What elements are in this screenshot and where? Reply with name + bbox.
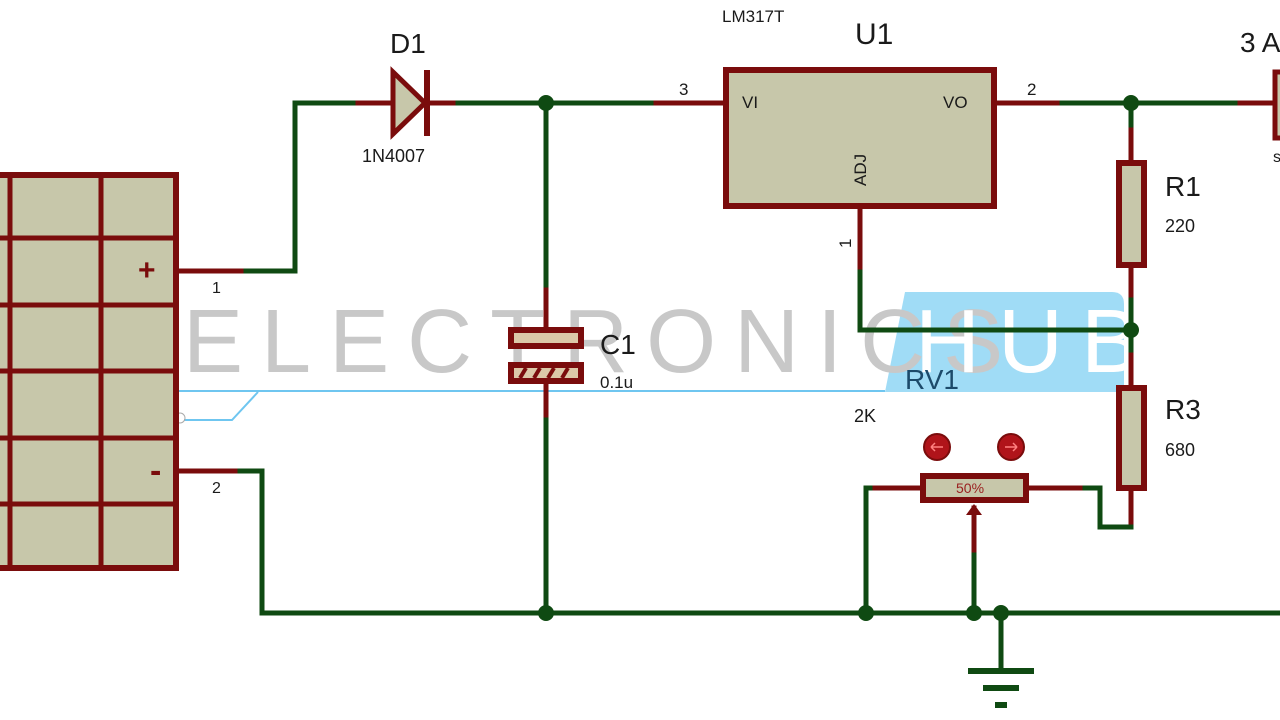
pin-vo-number: 2 <box>1027 80 1036 99</box>
regulator-ref: U1 <box>855 18 893 51</box>
watermark-hub: HUB <box>915 292 1159 392</box>
potentiometer-rv1[interactable] <box>863 473 1083 616</box>
battery-source[interactable] <box>0 172 179 571</box>
regulator-part: LM317T <box>722 7 784 26</box>
r1-value: 220 <box>1165 216 1195 236</box>
watermark-electronics: ELECTRONICS <box>183 292 1021 392</box>
junction-dot <box>1123 322 1139 338</box>
wire-adj[interactable] <box>857 203 1134 333</box>
pot-increase-button[interactable] <box>997 433 1025 461</box>
capacitor-c1[interactable] <box>508 100 584 616</box>
output-terminal[interactable] <box>1272 69 1280 141</box>
watermark-band <box>885 292 1124 392</box>
output-label: 3 A <box>1240 27 1280 58</box>
junction-dot <box>538 605 554 621</box>
pin-vi-label: VI <box>742 93 758 112</box>
wire-ground-rail[interactable] <box>173 468 1280 616</box>
battery-pin-minus: 2 <box>212 480 221 497</box>
pin-adj-label: ADJ <box>851 154 870 186</box>
pot-value: 2K <box>854 406 876 426</box>
diode-d1[interactable] <box>390 66 430 140</box>
pot-wiper-position: 50% <box>956 480 984 496</box>
resistor-r3[interactable] <box>1077 352 1147 530</box>
junction-dot <box>966 605 982 621</box>
junction-dot <box>858 605 874 621</box>
junction-dot <box>538 95 554 111</box>
capacitor-ref: C1 <box>600 329 636 360</box>
pin-vi-number: 3 <box>679 80 688 99</box>
wire-positive-rail[interactable] <box>173 100 729 274</box>
r3-value: 680 <box>1165 440 1195 460</box>
pin-vo-label: VO <box>943 93 968 112</box>
r1-ref: R1 <box>1165 171 1201 202</box>
probe-lines <box>164 385 885 424</box>
r3-ref: R3 <box>1165 394 1201 425</box>
capacitor-value: 0.1u <box>600 373 633 392</box>
diode-value: 1N4007 <box>362 146 425 166</box>
diode-ref: D1 <box>390 28 426 59</box>
pot-decrease-button[interactable] <box>923 433 951 461</box>
ground-icon <box>968 610 1034 708</box>
battery-pin-plus: 1 <box>212 280 221 297</box>
pin-adj-number: 1 <box>836 239 855 248</box>
output-sublabel: s <box>1273 149 1280 166</box>
battery-minus-symbol: - <box>150 452 161 490</box>
battery-plus-symbol: + <box>138 254 156 287</box>
pot-ref: RV1 <box>905 364 959 395</box>
